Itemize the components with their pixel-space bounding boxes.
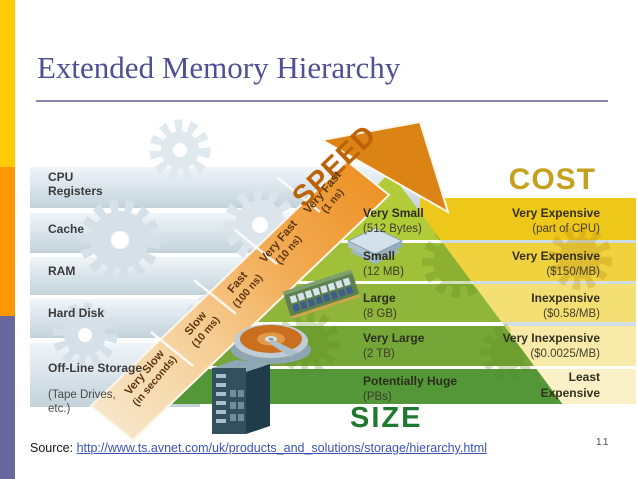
edge-bar-purple <box>0 316 15 479</box>
slide-title: Extended Memory Hierarchy <box>37 50 401 85</box>
storage-level-name: RAM <box>48 264 76 278</box>
storage-level-name: Cache <box>48 222 85 236</box>
storage-level-name: Hard Disk <box>48 306 105 320</box>
cost-detail: ($0.58/MB) <box>543 307 600 320</box>
cost-value: Very Inexpensive <box>502 331 600 345</box>
cost-row-label: Very Inexpensive ($0.0025/MB) <box>436 331 600 362</box>
speed-arrow-dividers <box>150 177 321 367</box>
source-prefix: Source: <box>30 441 74 455</box>
page-number: 11 <box>596 437 611 448</box>
size-detail: (PBs) <box>363 390 392 403</box>
cost-row-label: Least Expensive <box>436 370 600 401</box>
storage-level-name: Off-Line Storage <box>48 361 143 376</box>
cost-panel-row <box>420 198 636 240</box>
cost-row-label: Inexpensive ($0.58/MB) <box>436 291 600 322</box>
divider <box>162 281 564 284</box>
cost-value: Very Expensive <box>511 206 600 220</box>
storage-level-name: CPU Registers <box>48 170 103 199</box>
hard-disk-icon <box>231 324 311 364</box>
speed-arrow-shaft <box>89 159 391 442</box>
cost-detail: ($0.0025/MB) <box>530 347 600 360</box>
size-axis-title: SIZE <box>350 402 423 434</box>
gear-icon <box>548 226 612 290</box>
edge-bar-orange <box>0 167 15 316</box>
size-row-label: Small (12 MB) <box>363 249 404 280</box>
size-value: Potentially Huge <box>363 374 458 388</box>
server-tower-icon <box>212 360 270 434</box>
source-link[interactable]: http://www.ts.avnet.com/uk/products_and_… <box>76 441 487 455</box>
cost-detail: (part of CPU) <box>532 222 600 235</box>
cost-row-label: Very Expensive ($150/MB) <box>436 249 600 280</box>
storage-level-detail: (Tape Drives, etc.) <box>48 389 116 416</box>
storage-level-label: Cache <box>48 222 84 236</box>
cost-row-label: Very Expensive (part of CPU) <box>436 206 600 237</box>
size-row-label: Potentially Huge (PBs) <box>363 374 457 405</box>
cost-value: Least Expensive <box>540 370 600 400</box>
speed-arrow-head <box>319 120 450 215</box>
size-detail: (8 GB) <box>363 307 397 320</box>
chip-stack-icon <box>346 227 404 264</box>
size-value: Very Small <box>363 206 424 220</box>
size-row-label: Very Large (2 TB) <box>363 331 424 362</box>
title-underline <box>36 100 608 102</box>
size-detail: (512 Bytes) <box>363 222 422 235</box>
gear-icon <box>79 199 161 281</box>
gear-icon <box>52 302 118 368</box>
size-row-label: Very Small (512 Bytes) <box>363 206 424 237</box>
cost-value: Very Expensive <box>511 249 600 263</box>
gear-icon <box>149 119 211 181</box>
cost-axis-title: COST <box>508 163 596 196</box>
storage-level-label: CPU Registers <box>48 170 103 198</box>
size-value: Large <box>363 291 396 305</box>
speed-arrow <box>89 120 450 442</box>
ram-module-icon <box>282 269 361 318</box>
size-detail: (2 TB) <box>363 347 395 360</box>
size-value: Very Large <box>363 331 425 345</box>
size-value: Small <box>363 249 396 263</box>
size-detail: (12 MB) <box>363 265 404 278</box>
divider <box>162 366 564 369</box>
cost-detail: ($150/MB) <box>546 265 600 278</box>
size-row-label: Large (8 GB) <box>363 291 397 322</box>
source-line: Source: http://www.ts.avnet.com/uk/produ… <box>30 441 487 455</box>
edge-bar-yellow <box>0 0 15 167</box>
storage-level-label: Off-Line Storage (Tape Drives, etc.) <box>48 347 142 431</box>
storage-level-label: RAM <box>48 264 75 278</box>
storage-level-label: Hard Disk <box>48 306 104 320</box>
cost-value: Inexpensive <box>531 291 600 305</box>
divider <box>162 322 564 326</box>
